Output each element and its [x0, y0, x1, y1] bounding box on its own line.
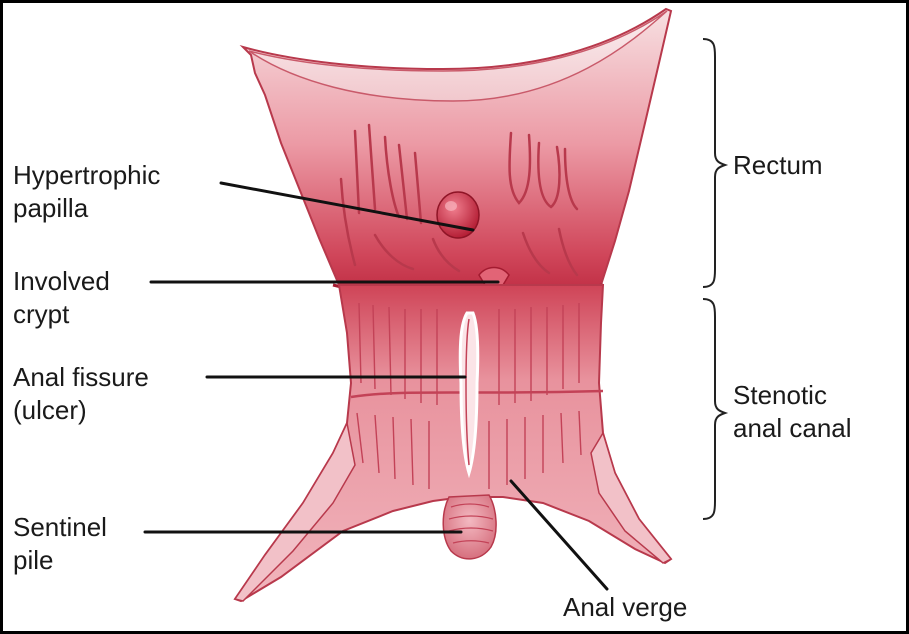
label-text: crypt: [13, 298, 110, 331]
label-text: papilla: [13, 192, 160, 225]
rectum-brace: [703, 39, 725, 287]
anal-canal-illustration: [3, 3, 906, 631]
label-anal-fissure: Anal fissure (ulcer): [13, 361, 149, 427]
anal-fissure: [460, 313, 478, 473]
label-text: Involved: [13, 265, 110, 298]
label-sentinel-pile: Sentinel pile: [13, 511, 107, 577]
label-rectum: Rectum: [733, 149, 823, 182]
label-hypertrophic-papilla: Hypertrophic papilla: [13, 159, 160, 225]
label-text: (ulcer): [13, 394, 149, 427]
label-text: anal canal: [733, 412, 852, 445]
label-involved-crypt: Involved crypt: [13, 265, 110, 331]
braces: [703, 39, 725, 519]
stenotic-brace: [703, 299, 725, 519]
label-text: pile: [13, 544, 107, 577]
label-text: Hypertrophic: [13, 159, 160, 192]
label-text: Sentinel: [13, 511, 107, 544]
label-anal-verge: Anal verge: [563, 591, 687, 624]
label-stenotic-anal-canal: Stenotic anal canal: [733, 379, 852, 445]
label-text: Stenotic: [733, 379, 852, 412]
label-text: Anal fissure: [13, 361, 149, 394]
sentinel-pile: [443, 495, 496, 559]
